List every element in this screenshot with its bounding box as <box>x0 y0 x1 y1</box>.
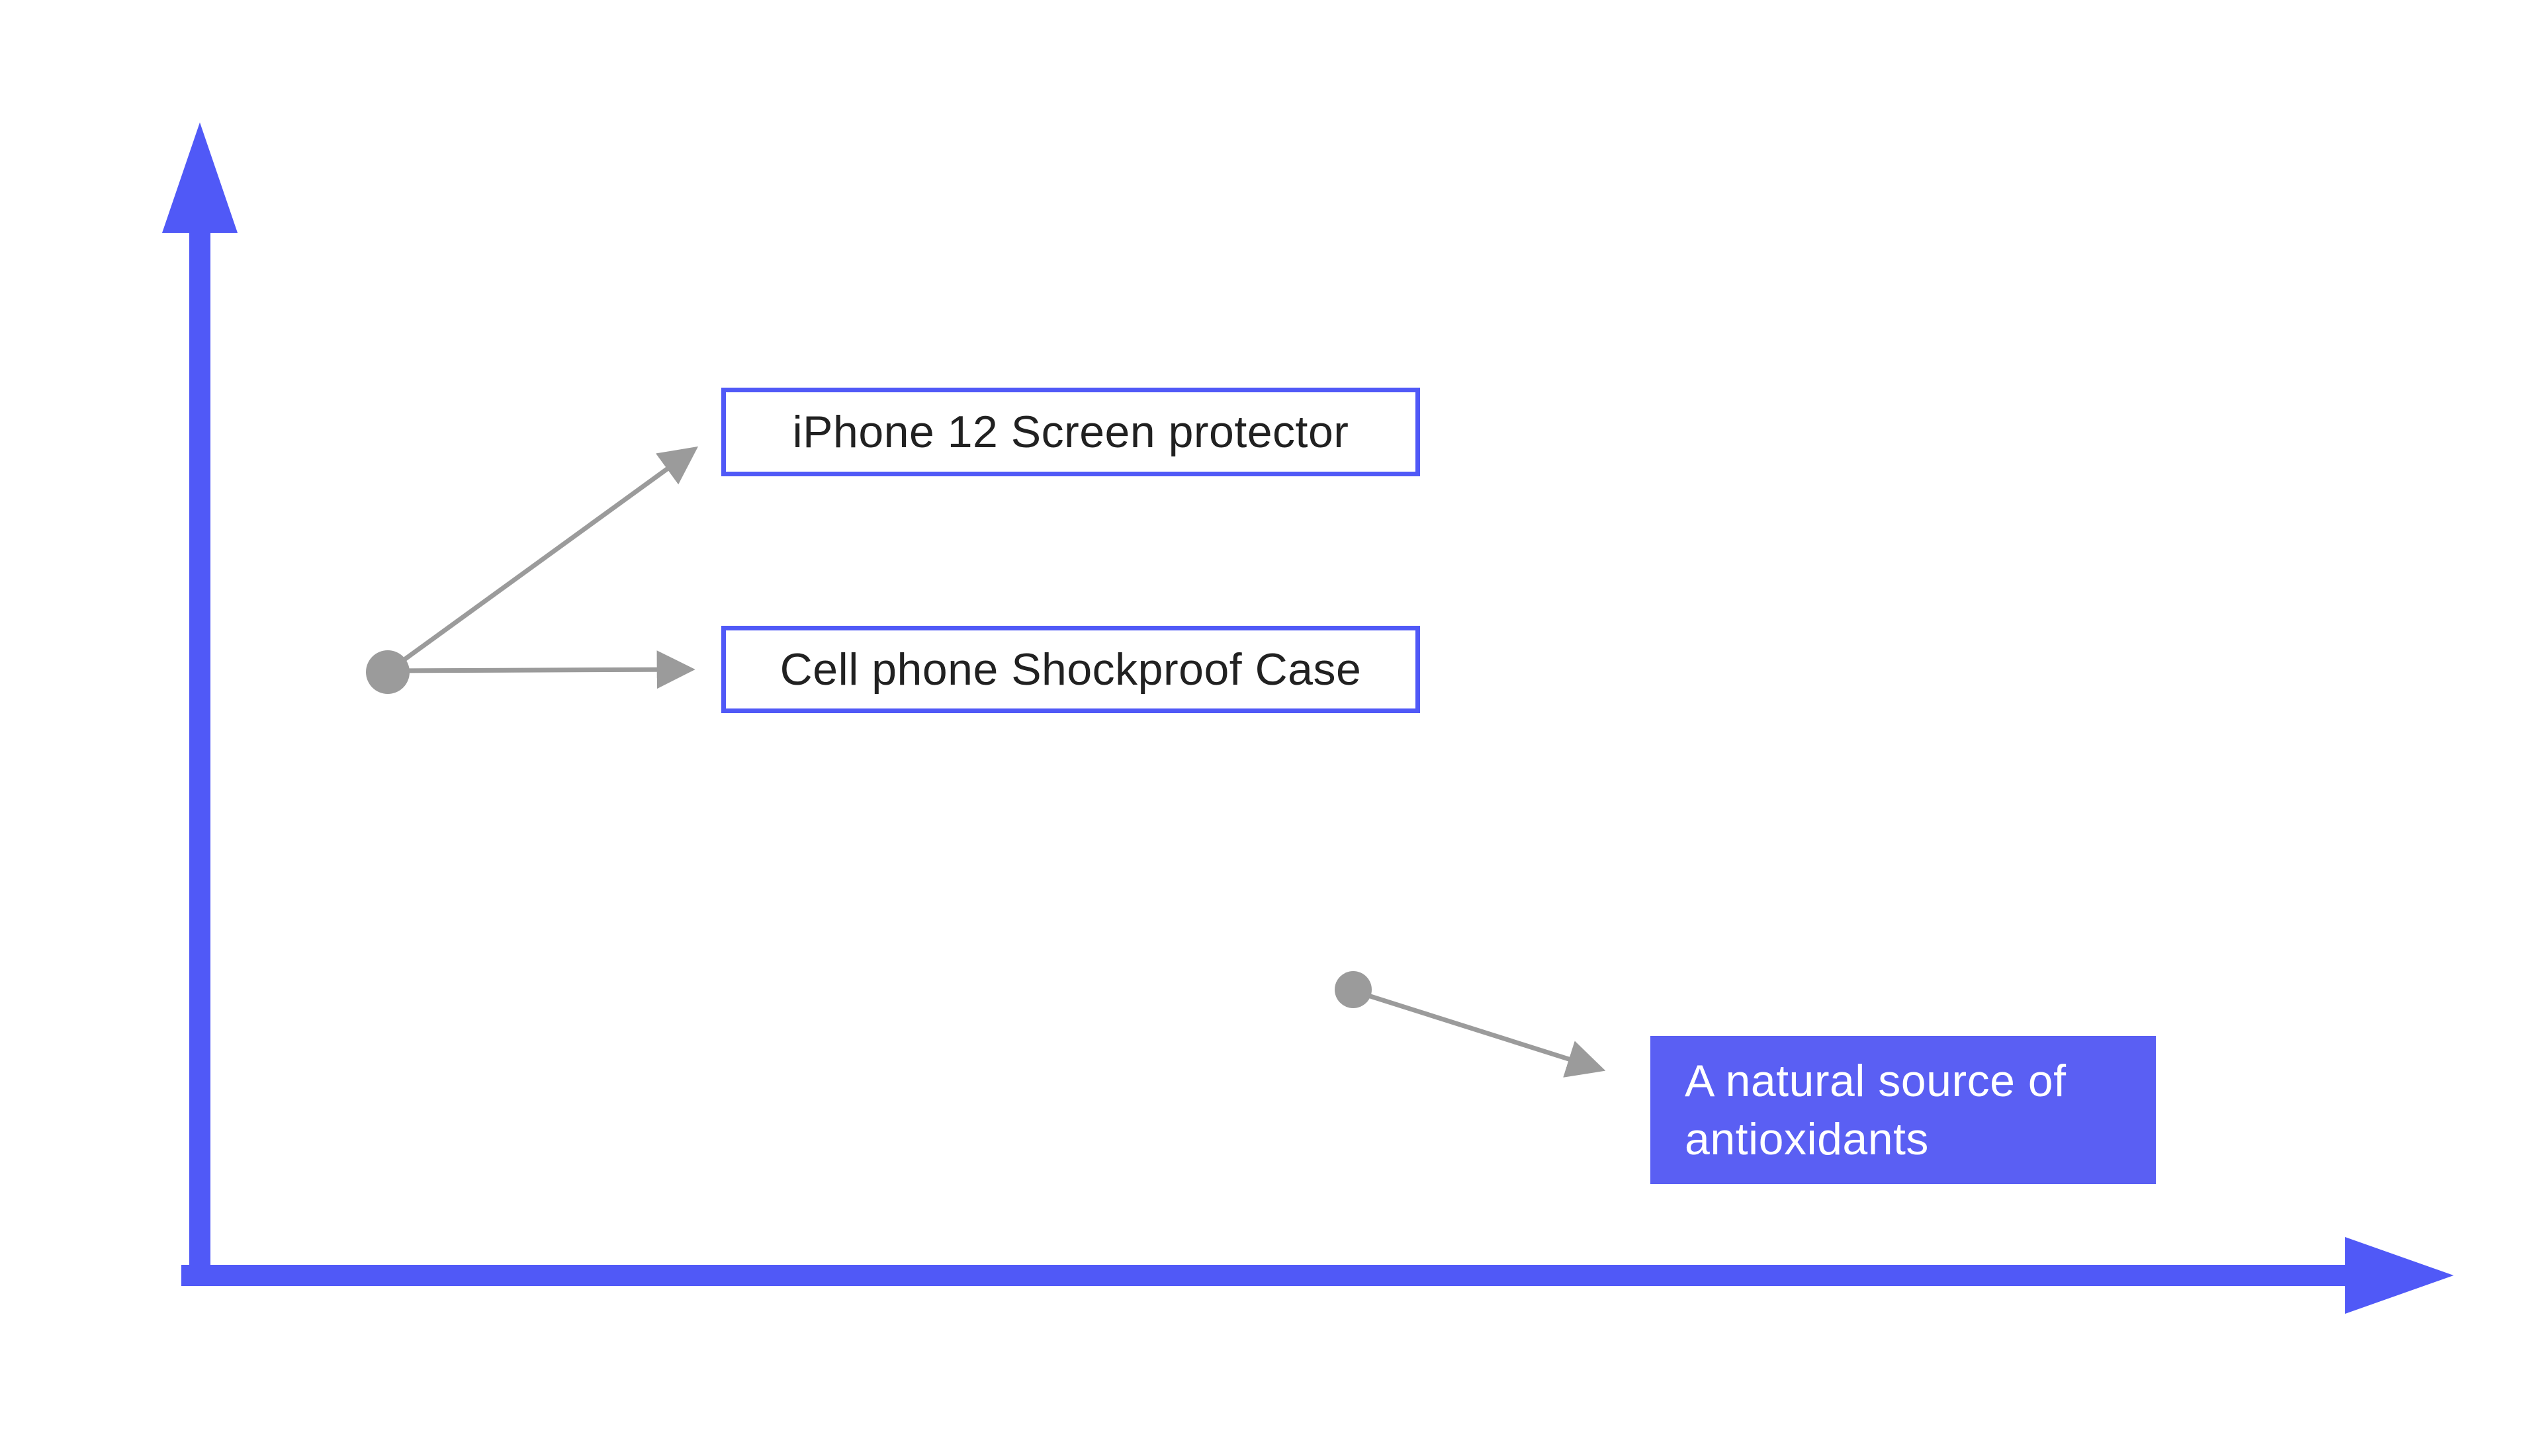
connector-to-antioxidants <box>1357 990 1606 1078</box>
y-axis-arrowhead <box>162 122 238 233</box>
label-box-shockproof-case: Cell phone Shockproof Case <box>721 626 1420 713</box>
label-box-iphone-screen-protector: iPhone 12 Screen protector <box>721 388 1420 476</box>
label-text-antioxidants: A natural source of antioxidants <box>1685 1055 2067 1164</box>
connector-to-screen-protector <box>392 446 699 669</box>
x-axis <box>181 1237 2454 1314</box>
x-axis-arrowhead <box>2345 1237 2454 1314</box>
label-text-shockproof-case: Cell phone Shockproof Case <box>780 644 1362 695</box>
data-point-right <box>1335 971 1372 1008</box>
connector-to-shockproof-case <box>387 650 695 689</box>
label-text-iphone-screen-protector: iPhone 12 Screen protector <box>792 406 1349 457</box>
y-axis <box>162 122 238 1286</box>
data-point-left <box>366 650 410 694</box>
label-box-antioxidants: A natural source of antioxidants <box>1650 1036 2156 1184</box>
